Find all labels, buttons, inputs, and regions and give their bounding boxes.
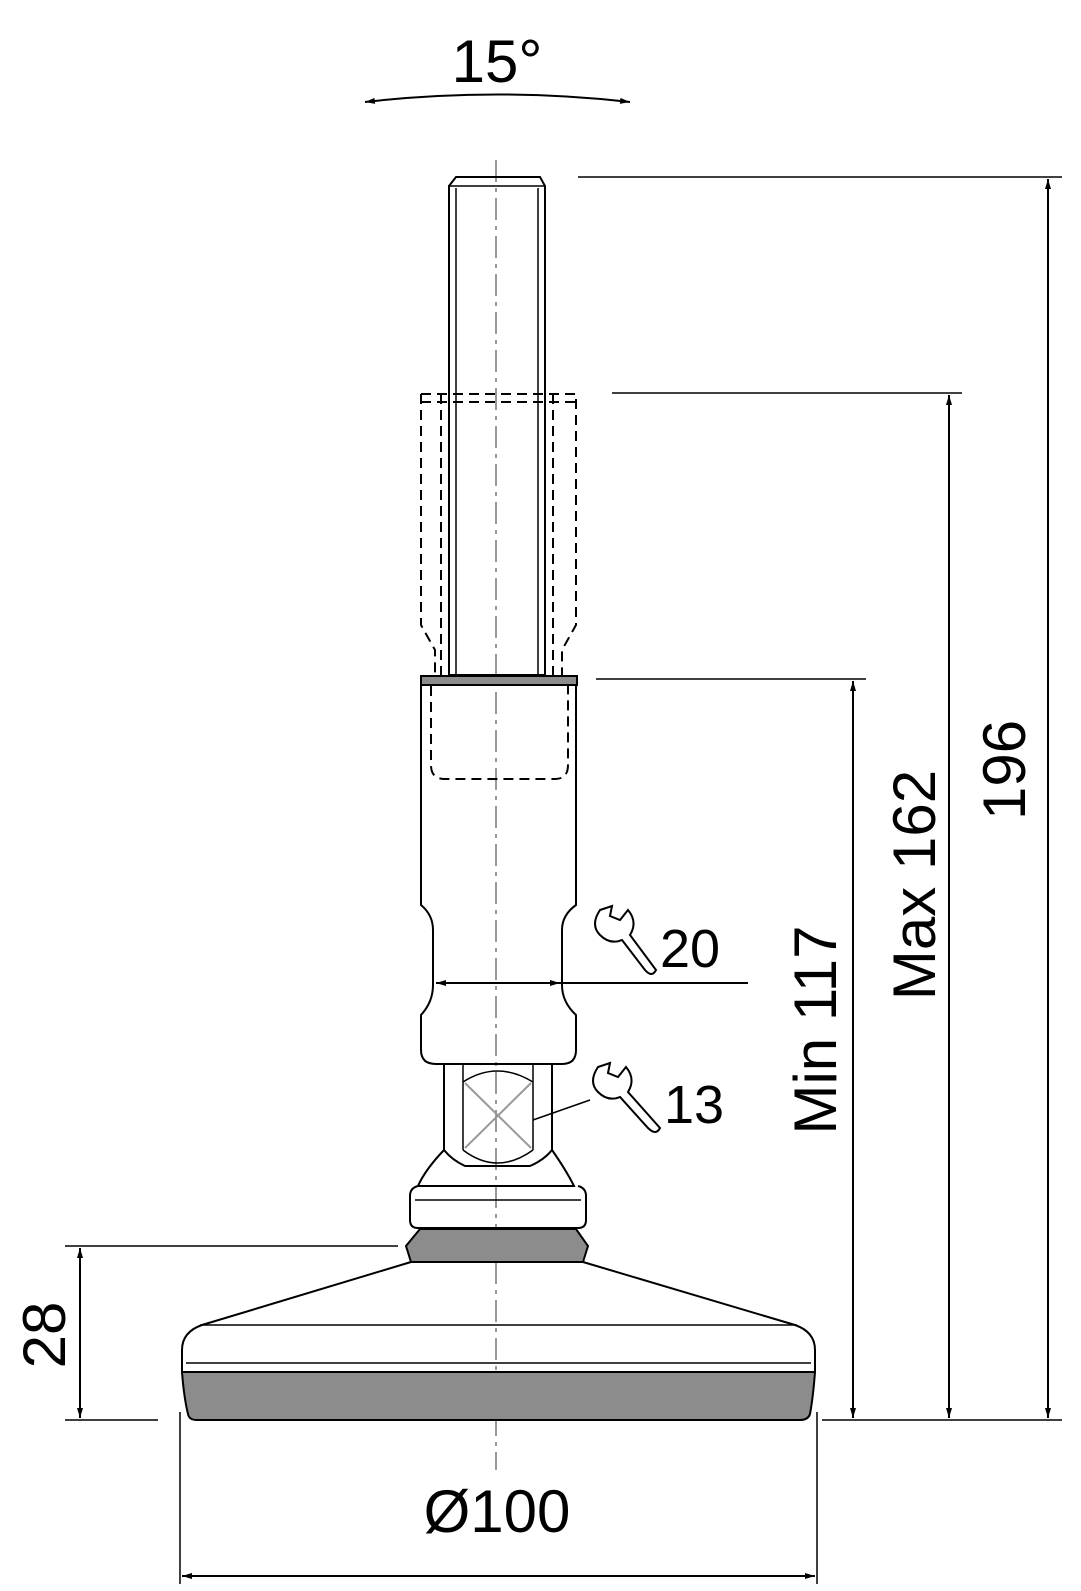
adjustment-sleeve bbox=[420, 675, 748, 1065]
max-extension-outline bbox=[420, 393, 577, 780]
base-height-label: 28 bbox=[11, 1302, 78, 1369]
wrench-icon bbox=[594, 904, 658, 975]
total-height-dimension: 196 bbox=[578, 176, 1062, 1421]
base-foot bbox=[180, 1228, 817, 1421]
max-height-label: Max 162 bbox=[881, 770, 948, 1000]
ball-collar bbox=[409, 1149, 587, 1229]
wrench-size-20-label: 20 bbox=[660, 919, 720, 979]
wrench-size-13-label: 13 bbox=[664, 1075, 724, 1135]
threaded-stud bbox=[448, 176, 546, 676]
base-diameter-label: Ø100 bbox=[424, 1478, 571, 1545]
base-height-dimension: 28 bbox=[11, 1245, 398, 1421]
tilt-angle-label: 15° bbox=[452, 28, 543, 95]
wrench-icon bbox=[592, 1061, 662, 1133]
min-height-label: Min 117 bbox=[782, 925, 849, 1134]
tilt-angle-dimension: 15° bbox=[364, 28, 631, 104]
hex-nut bbox=[443, 1064, 591, 1167]
min-height-dimension: Min 117 bbox=[596, 678, 866, 1418]
max-height-dimension: Max 162 bbox=[612, 392, 962, 1418]
base-diameter-dimension: Ø100 bbox=[179, 1412, 818, 1584]
total-height-label: 196 bbox=[971, 720, 1038, 820]
